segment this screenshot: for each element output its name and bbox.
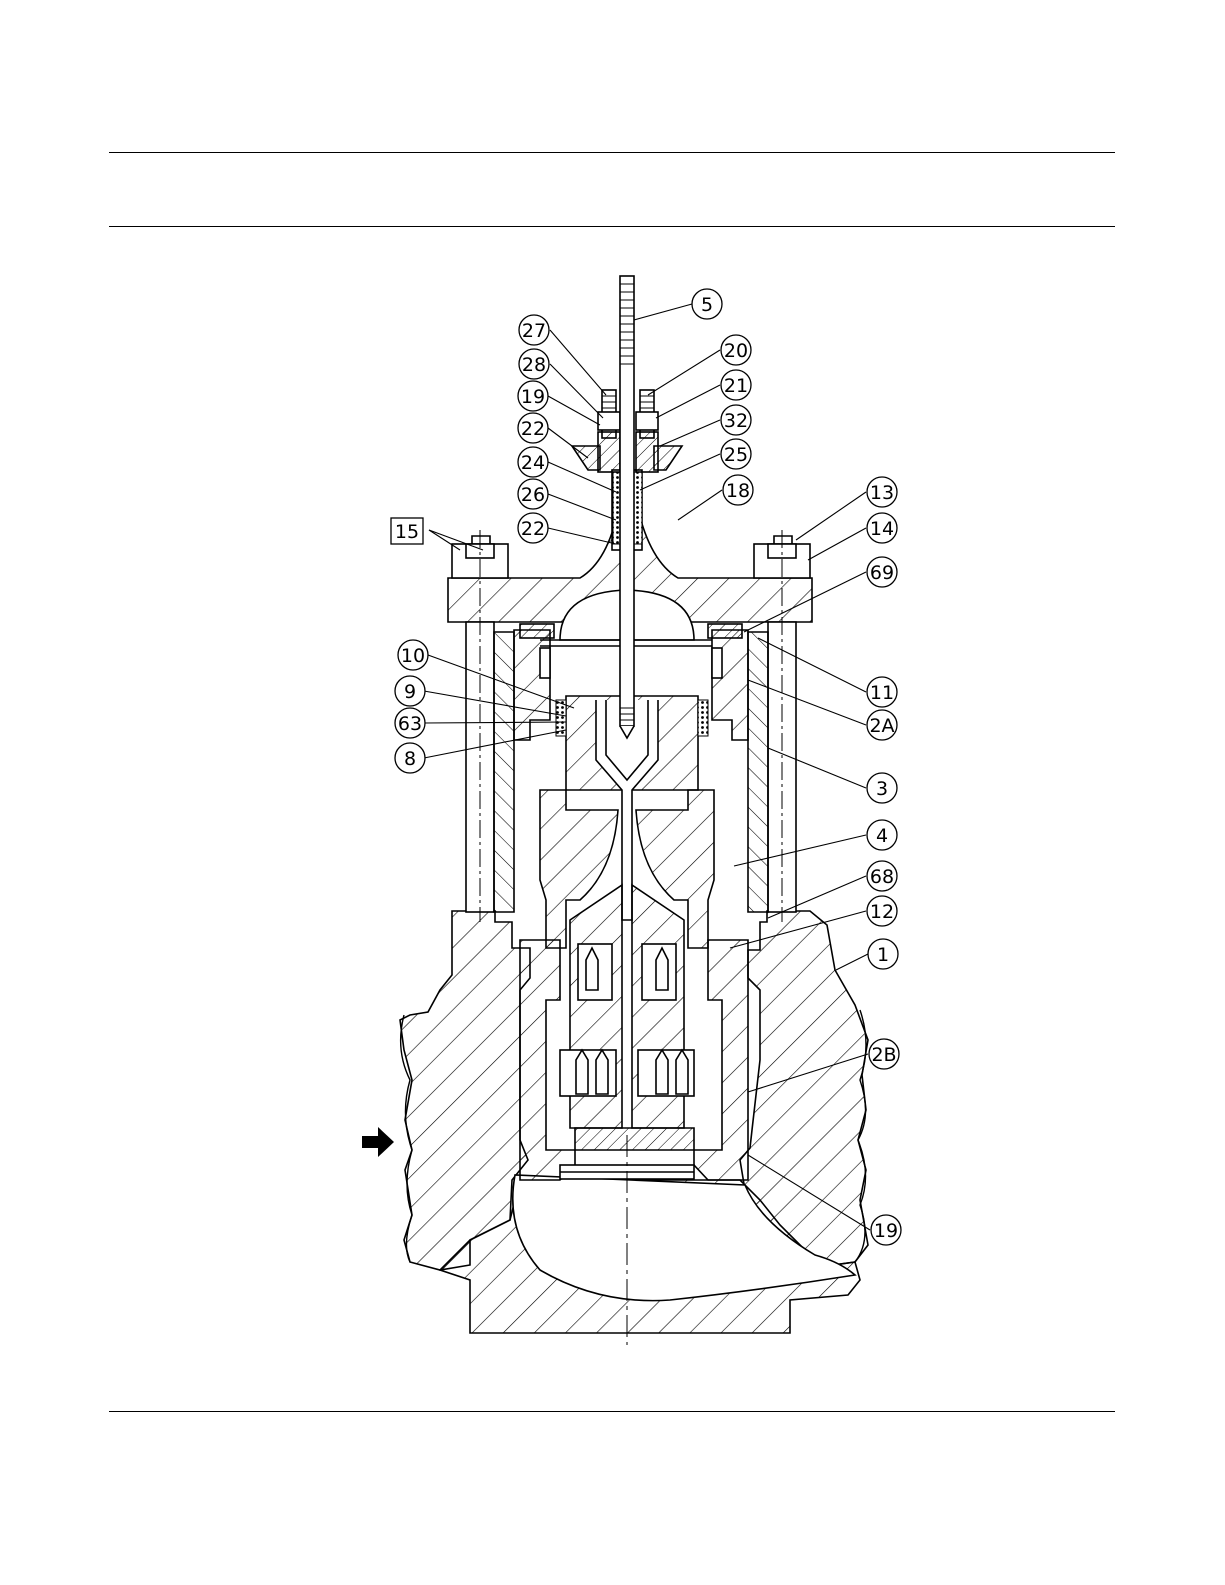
callout-25: 25 [721,439,751,469]
svg-text:5: 5 [701,294,713,316]
callout-32: 32 [721,405,751,435]
svg-text:1: 1 [877,944,889,966]
svg-text:19: 19 [874,1220,898,1242]
svg-text:32: 32 [724,410,748,432]
callout-24: 24 [518,447,548,477]
callout-1: 1 [868,939,898,969]
svg-text:8: 8 [404,748,416,770]
callout-2B: 2B [869,1039,899,1069]
svg-text:13: 13 [870,482,894,504]
callout-9: 9 [395,676,425,706]
svg-text:18: 18 [726,480,750,502]
flow-direction-arrow [362,1127,394,1157]
svg-text:68: 68 [870,866,894,888]
callout-4: 4 [867,820,897,850]
callout-14: 14 [867,513,897,543]
callout-26: 26 [518,479,548,509]
svg-text:4: 4 [876,825,888,847]
callout-2A: 2A [867,710,897,740]
svg-text:3: 3 [876,778,888,800]
svg-text:69: 69 [870,562,894,584]
callout-27: 27 [519,315,549,345]
callout-63: 63 [395,708,425,738]
svg-text:63: 63 [398,713,422,735]
svg-text:25: 25 [724,444,748,466]
svg-text:21: 21 [724,375,748,397]
svg-text:27: 27 [522,320,546,342]
svg-text:22: 22 [521,518,545,540]
callout-19-top: 19 [518,381,548,411]
callout-28: 28 [519,349,549,379]
callout-15: 15 [391,518,423,544]
valve-stem [620,276,634,738]
svg-text:15: 15 [395,521,419,543]
svg-text:26: 26 [521,484,545,506]
callout-21: 21 [721,370,751,400]
svg-text:2B: 2B [871,1044,896,1066]
callout-13: 13 [867,477,897,507]
callout-5: 5 [692,289,722,319]
callout-10: 10 [398,640,428,670]
callout-11: 11 [867,677,897,707]
callout-3: 3 [867,773,897,803]
callout-22-bottom: 22 [518,513,548,543]
callout-68: 68 [867,861,897,891]
svg-text:28: 28 [522,354,546,376]
svg-text:19: 19 [521,386,545,408]
svg-text:11: 11 [870,682,894,704]
callout-20: 20 [721,335,751,365]
svg-text:20: 20 [724,340,748,362]
svg-text:12: 12 [870,901,894,923]
svg-text:14: 14 [870,518,894,540]
callout-69: 69 [867,557,897,587]
svg-text:24: 24 [521,452,545,474]
callout-18: 18 [723,475,753,505]
callout-8: 8 [395,743,425,773]
callout-12: 12 [867,896,897,926]
svg-text:22: 22 [521,418,545,440]
callout-19-bottom: 19 [871,1215,901,1245]
svg-text:9: 9 [404,681,416,703]
svg-text:2A: 2A [869,715,894,737]
callout-22-top: 22 [518,413,548,443]
svg-text:10: 10 [401,645,425,667]
